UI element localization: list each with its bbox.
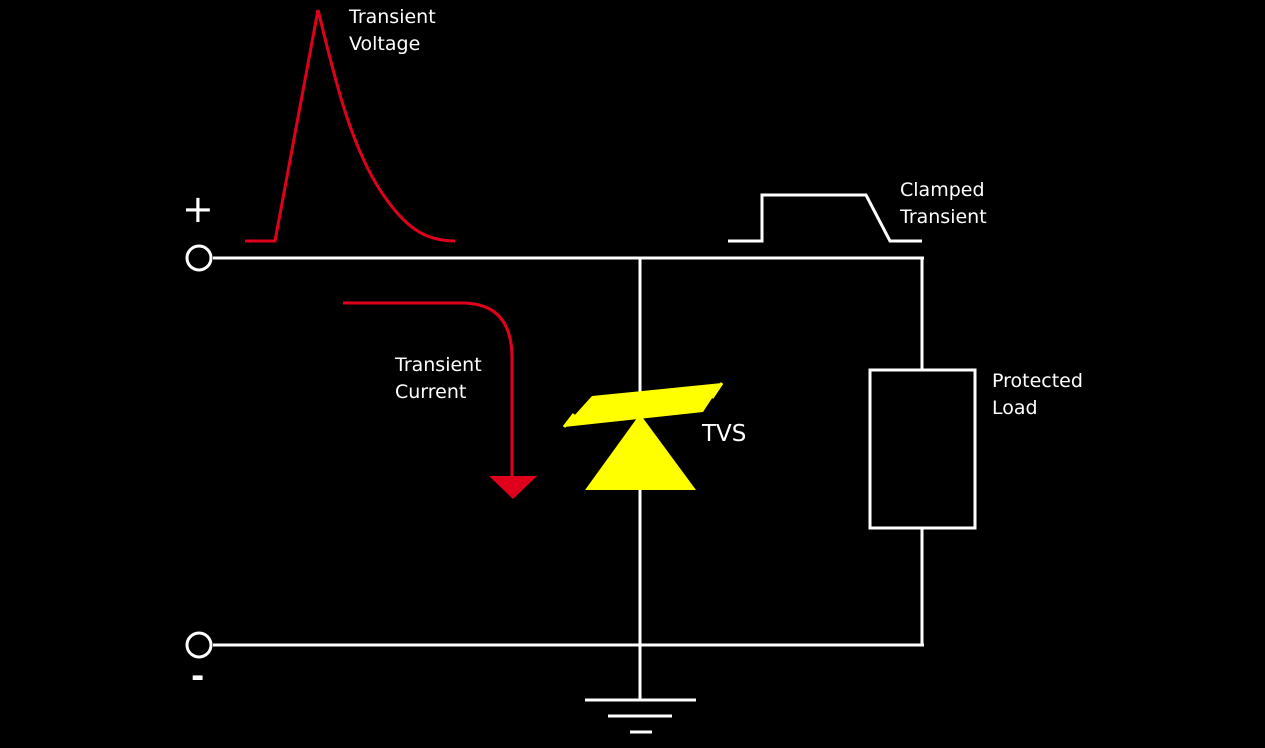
clamped-transient-label: Clamped Transient (900, 179, 987, 228)
tvs-bar (564, 383, 722, 427)
tvs-triangle (585, 414, 696, 490)
positive-terminal (185, 244, 213, 272)
negative-sign: - (191, 657, 205, 695)
transient-voltage-label: Transient Voltage (349, 6, 436, 55)
protected-load-box (868, 368, 977, 530)
ground-symbol (585, 698, 696, 734)
clamped-transient-waveform (728, 193, 922, 243)
transient-current-arrowhead (489, 476, 537, 499)
positive-sign: + (182, 187, 214, 231)
protected-load-label: Protected Load (992, 370, 1083, 419)
tvs-bar-left-tip (562, 413, 576, 428)
transient-voltage-waveform (245, 9, 456, 243)
tvs-diode-symbol (562, 382, 724, 490)
transient-current-arrow-shaft (343, 301, 514, 480)
tvs-label: TVS (702, 421, 747, 447)
tvs-bar-right-tip (710, 382, 724, 399)
negative-terminal (185, 631, 213, 659)
transient-current-label: Transient Current (395, 354, 482, 403)
